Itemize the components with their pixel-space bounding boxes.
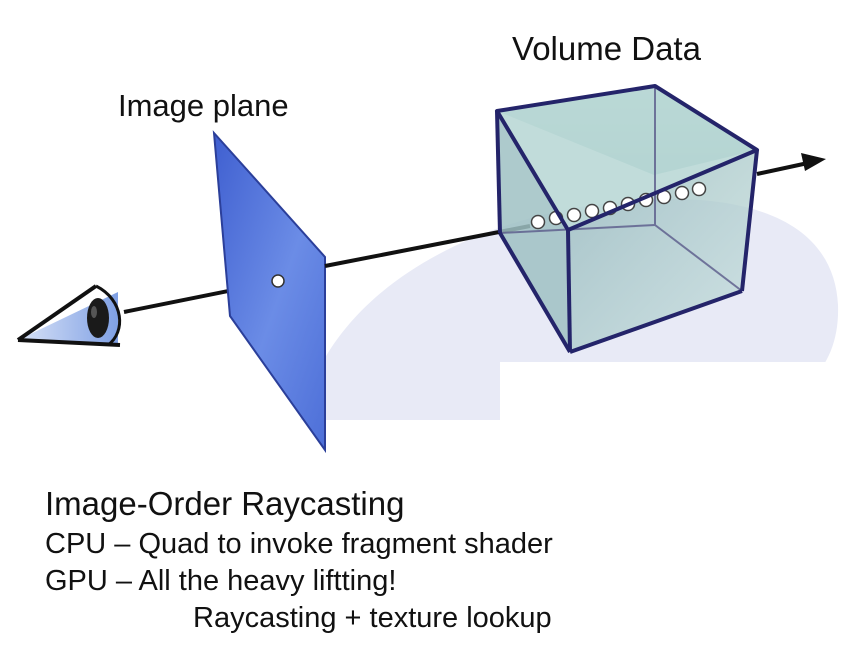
caption-line-gpu: GPU – All the heavy liftting! [45,565,397,597]
image-plane-label: Image plane [118,88,289,123]
ray-plane-to-cube [324,224,531,268]
arrowhead-icon [801,153,826,171]
cube-visible-edges [495,84,759,354]
ground-cutout [500,362,830,408]
ray-exit [756,161,809,176]
caption-block: Image-Order Raycasting CPU – Quad to inv… [45,482,845,637]
caption-line-cpu: CPU – Quad to invoke fragment shader [45,528,553,560]
caption-title: Image-Order Raycasting [45,485,405,522]
cube-hidden-edges [499,86,743,292]
volume-data-label: Volume Data [512,30,701,67]
eye-icon [16,284,122,347]
caption-line-raycasting: Raycasting + texture lookup [193,602,552,634]
plane-sample-point [271,274,285,288]
image-plane [212,130,326,454]
cube-top-face [497,86,757,230]
